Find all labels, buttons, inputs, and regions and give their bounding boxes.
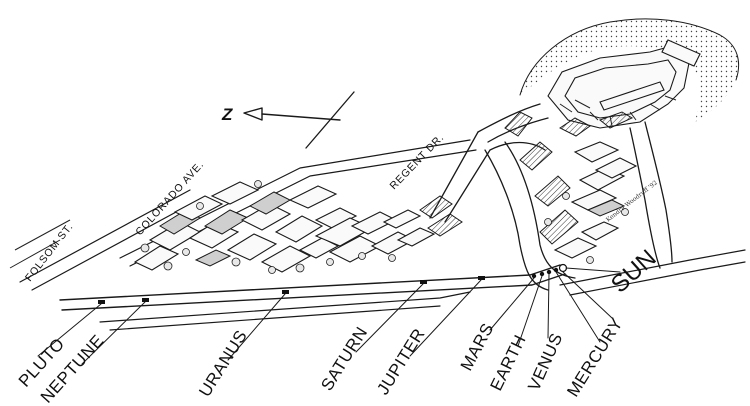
campus-buildings-east <box>504 111 638 264</box>
sun-marker <box>558 263 568 273</box>
mars-marker <box>531 273 537 279</box>
neptune-marker <box>142 298 149 302</box>
sun-label: SUN <box>606 244 662 298</box>
pluto-marker <box>98 300 105 304</box>
jupiter-label: JUPITER <box>373 325 429 398</box>
regent-drive <box>477 103 541 133</box>
jupiter-marker <box>478 276 485 280</box>
venus-marker <box>546 269 552 275</box>
regent-drive-label: REGENT DR. <box>388 132 447 193</box>
uranus-label: URANUS <box>195 327 251 400</box>
folsom-street-label: FOLSOM ST. <box>23 221 76 284</box>
north-arrow: Z <box>221 91 355 149</box>
campus-buildings-west <box>133 180 358 274</box>
mercury-label: MERCURY <box>563 314 626 400</box>
hillside-berm <box>520 18 739 123</box>
north-label: Z <box>221 105 233 124</box>
campus-buildings-central <box>314 195 463 263</box>
uranus-marker <box>282 290 289 294</box>
saturn-label: SATURN <box>317 323 371 394</box>
venus-label: VENUS <box>524 330 566 394</box>
solar-walk-path <box>59 264 561 301</box>
mercury-marker <box>553 267 559 273</box>
planet-markers <box>98 263 568 304</box>
mars-label: MARS <box>457 320 498 374</box>
saturn-marker <box>420 280 427 284</box>
stadium-field <box>564 59 677 119</box>
stadium-area <box>519 18 740 129</box>
earth-label: EARTH <box>487 332 530 394</box>
earth-marker <box>539 271 545 277</box>
leader-lines <box>37 267 621 365</box>
